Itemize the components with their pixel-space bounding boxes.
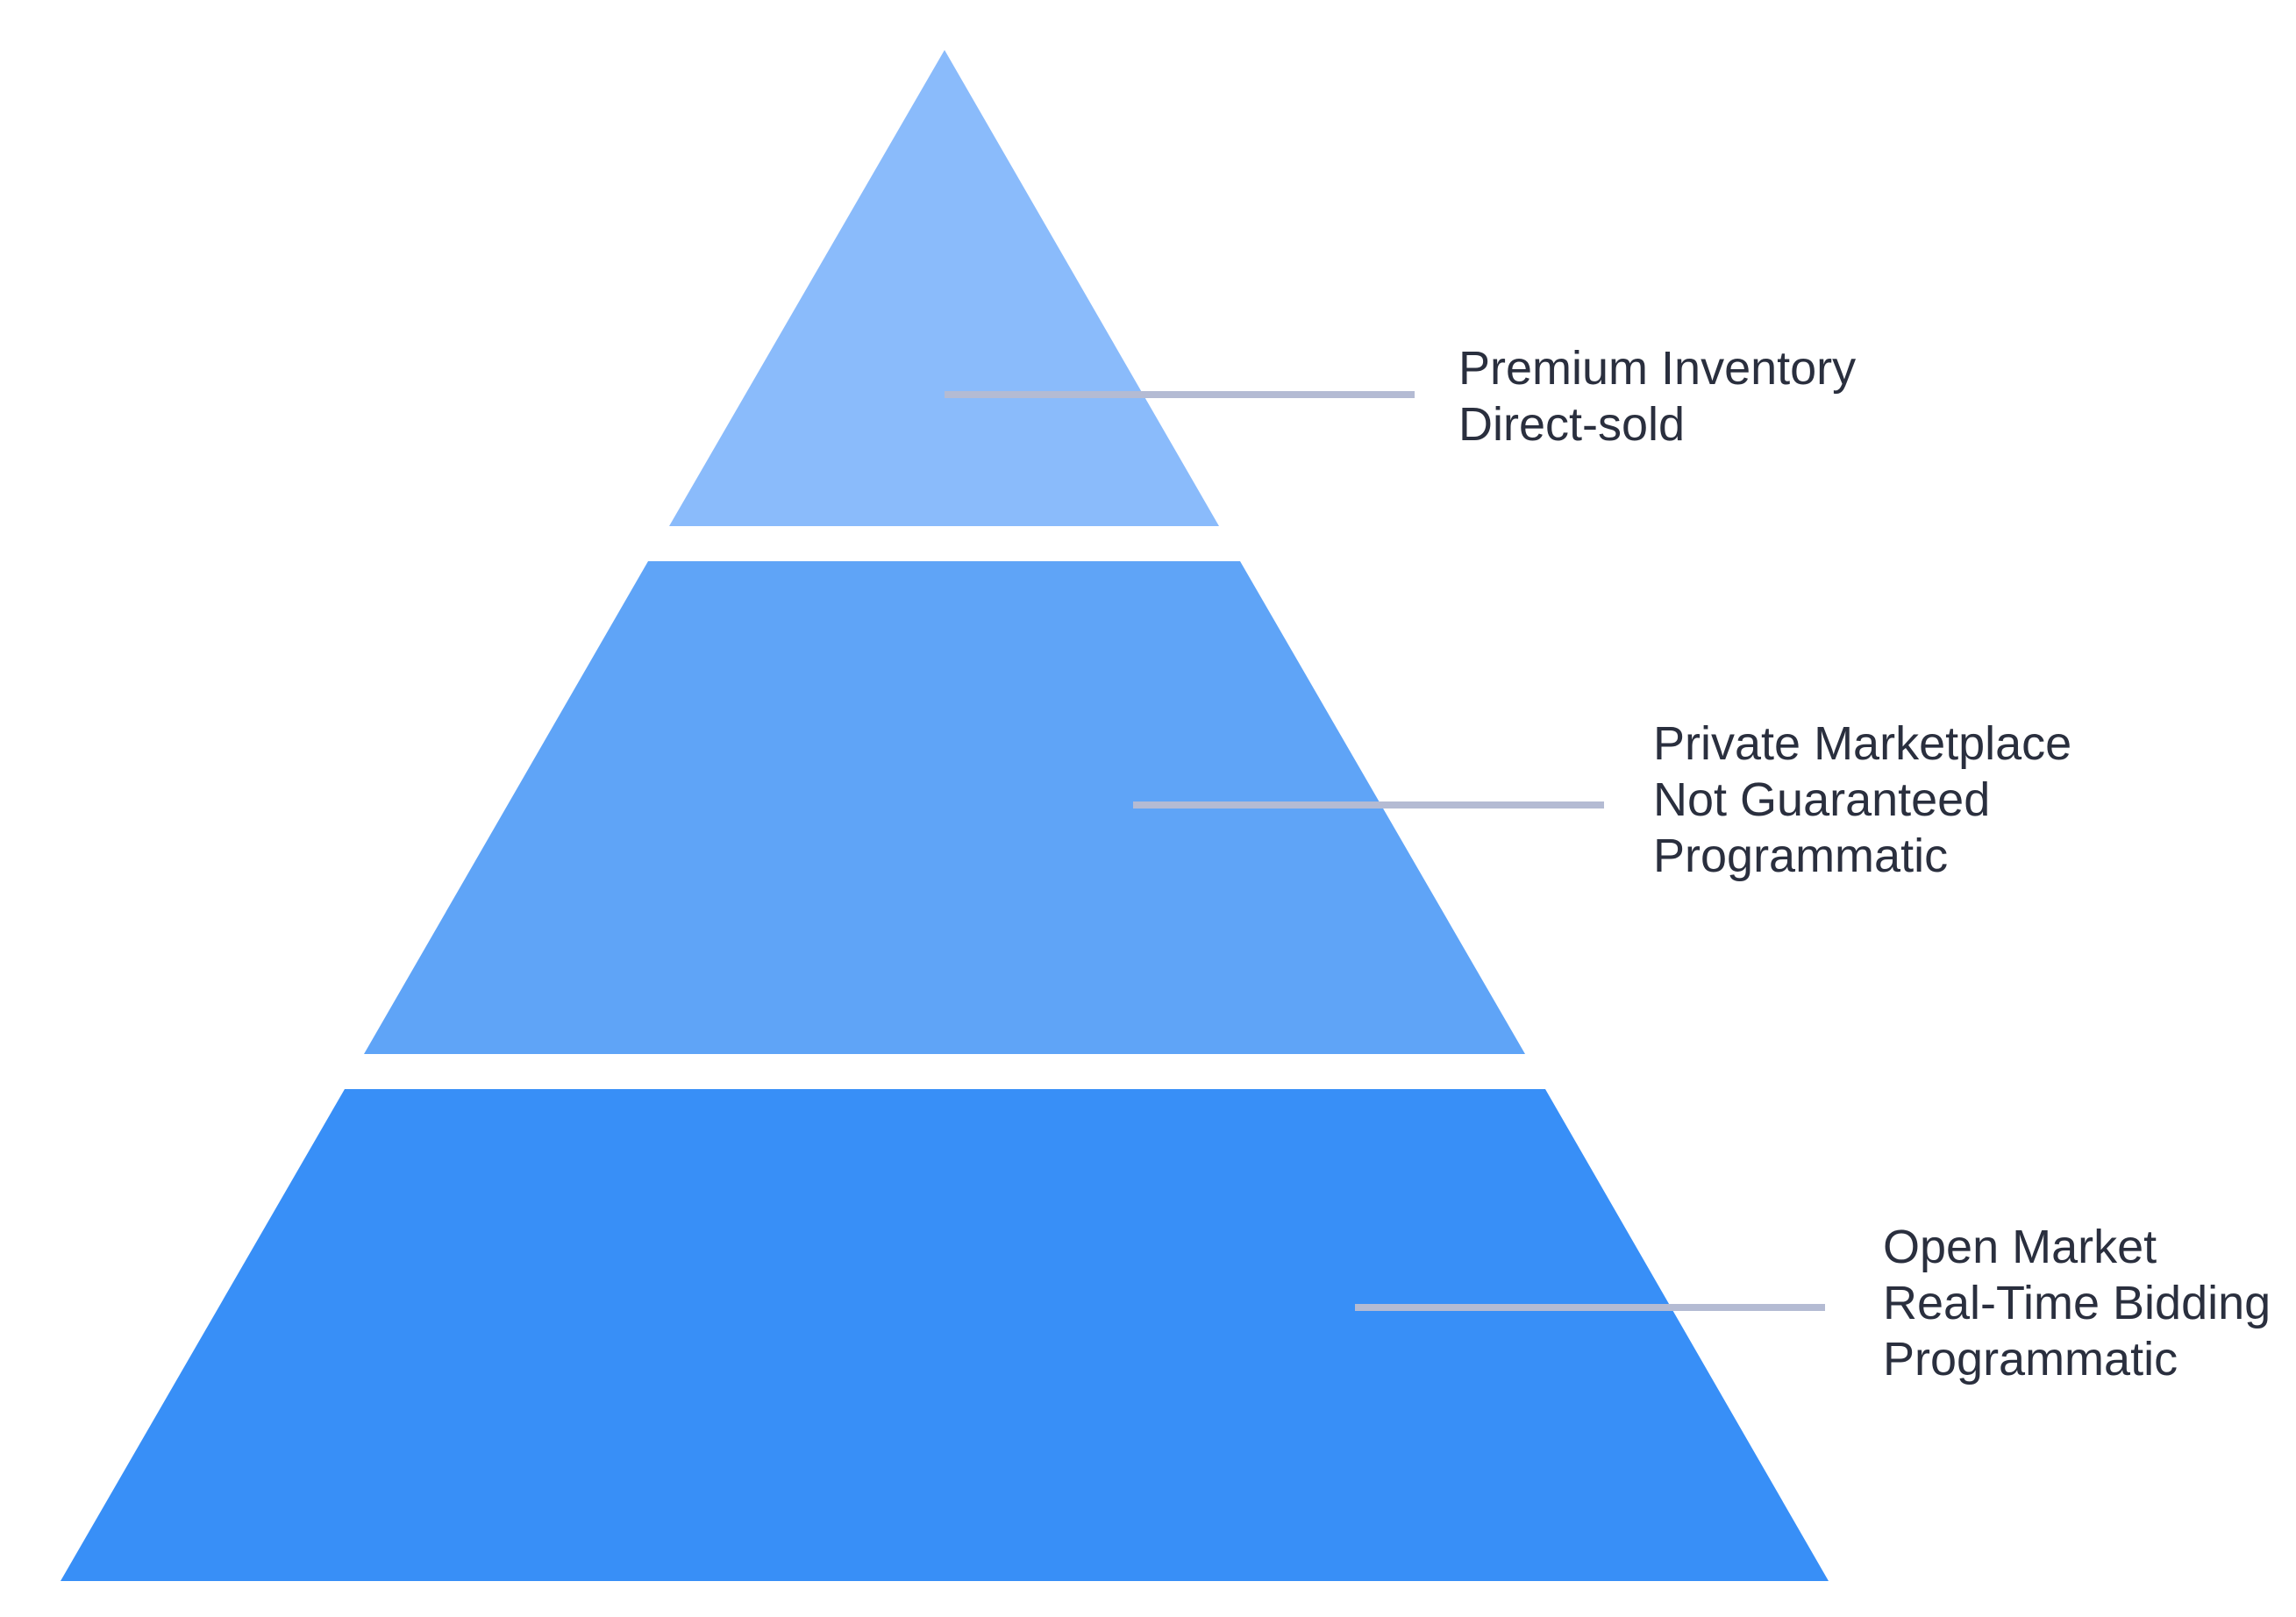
tier-private-marketplace: Private Marketplace Not Guaranteed Progr… bbox=[364, 561, 2085, 1054]
tier-premium-line-1: Premium Inventory bbox=[1458, 342, 1856, 395]
tier-premium-label: Premium Inventory Direct-sold bbox=[1458, 342, 1869, 451]
tier-premium-line-2: Direct-sold bbox=[1458, 398, 1685, 451]
tier-open-market-shape bbox=[61, 1089, 1829, 1581]
tier-open-market-line-3: Programmatic bbox=[1883, 1333, 2178, 1385]
tier-open-market: Open Market Real-Time Bidding Programmat… bbox=[61, 1089, 2284, 1581]
tier-open-market-line-2: Real-Time Bidding bbox=[1883, 1277, 2271, 1329]
tier-private-marketplace-line-1: Private Marketplace bbox=[1653, 717, 2071, 770]
tier-private-marketplace-line-3: Programmatic bbox=[1653, 830, 1948, 882]
tier-open-market-label: Open Market Real-Time Bidding Programmat… bbox=[1883, 1221, 2284, 1385]
tier-premium-shape bbox=[669, 50, 1219, 526]
tier-private-marketplace-label: Private Marketplace Not Guaranteed Progr… bbox=[1653, 717, 2085, 882]
tier-private-marketplace-line-2: Not Guaranteed bbox=[1653, 773, 1990, 826]
tier-open-market-line-1: Open Market bbox=[1883, 1221, 2157, 1273]
tier-premium: Premium Inventory Direct-sold bbox=[669, 50, 1869, 526]
tier-private-marketplace-shape bbox=[364, 561, 1525, 1054]
